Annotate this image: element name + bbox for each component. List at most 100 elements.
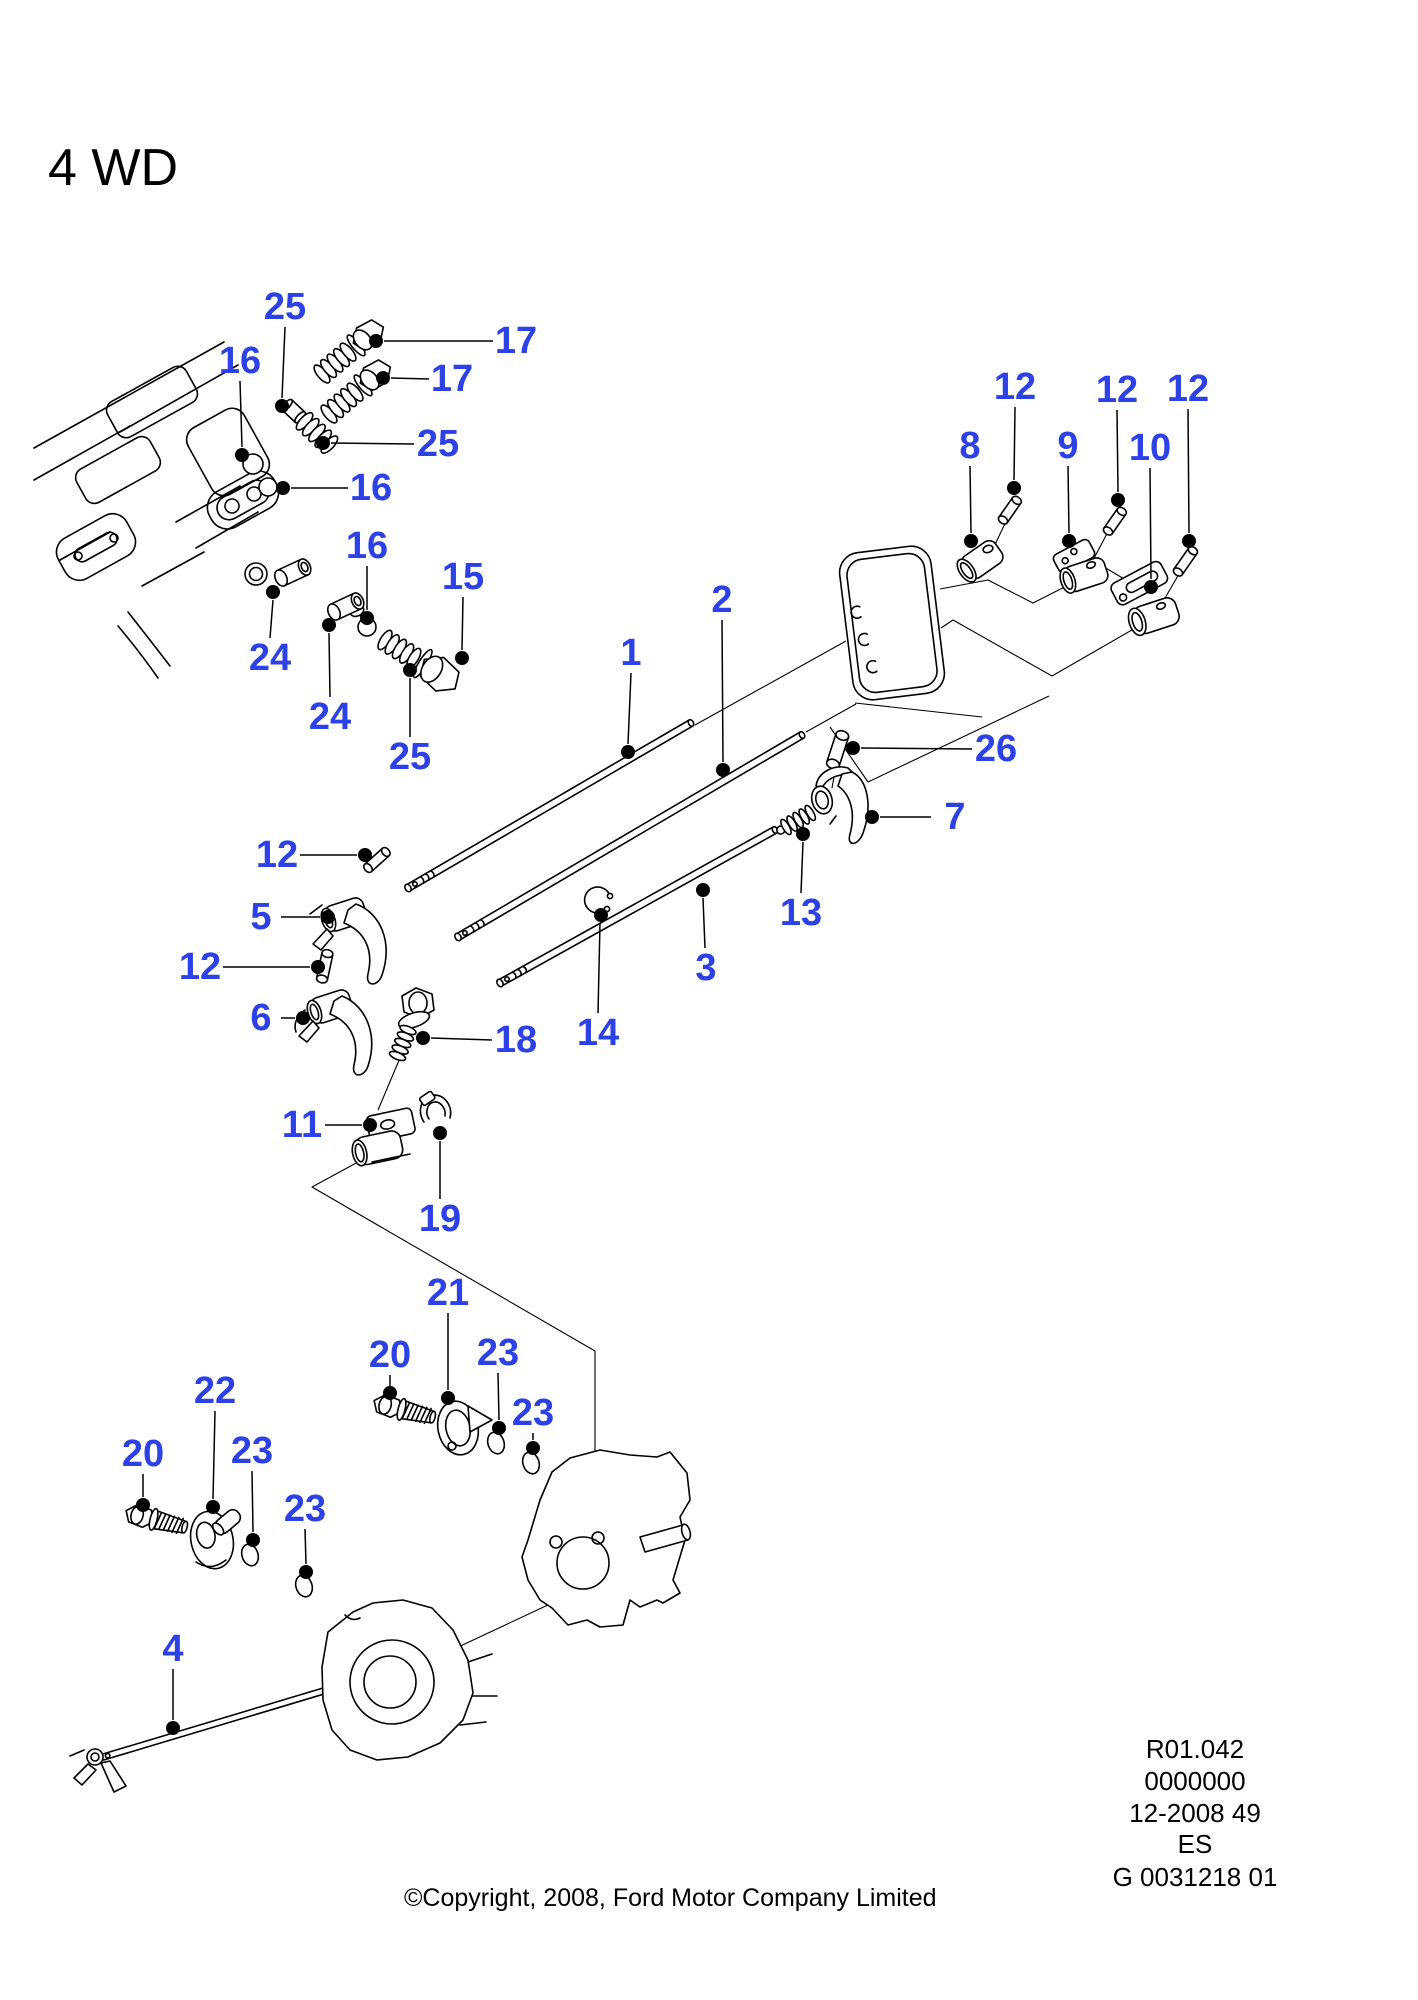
callout-7[interactable]: 7 [865,796,966,838]
leader-line [390,377,430,380]
callout-13[interactable]: 13 [780,827,822,934]
part-number-label[interactable]: 5 [250,896,271,938]
part-number-label[interactable]: 7 [944,796,965,838]
leader-dot [696,883,710,897]
leader-line [1149,467,1152,580]
part-number-label[interactable]: 1 [620,632,641,674]
part-number-label[interactable]: 14 [577,1012,619,1054]
callout-10[interactable]: 10 [1129,427,1171,594]
part-number-label[interactable]: 3 [695,947,716,989]
part-number-label[interactable]: 23 [512,1392,554,1434]
callout-16a[interactable]: 16 [219,340,261,462]
reference-block: R01.042 0000000 12-2008 49 ES G 0031218 … [1113,1734,1278,1892]
callout-1[interactable]: 1 [620,632,642,759]
callout-12a[interactable]: 12 [994,366,1036,495]
callout-16c[interactable]: 16 [346,525,388,625]
part-number-label[interactable]: 6 [250,997,271,1039]
part-number-label[interactable]: 24 [249,637,291,679]
part-number-label[interactable]: 16 [219,340,261,382]
callout-5[interactable]: 5 [250,896,335,938]
part-number-label[interactable]: 16 [346,525,388,567]
callout-24a[interactable]: 24 [249,585,291,679]
part-shift-fork [810,766,869,845]
part-number-label[interactable]: 12 [994,366,1036,408]
part-number-label[interactable]: 18 [495,1019,537,1061]
callout-25a[interactable]: 25 [264,286,306,413]
leader-dot [311,960,325,974]
part-number-label[interactable]: 4 [162,1628,183,1670]
callout-26[interactable]: 26 [846,728,1017,770]
part-o-ring [521,1451,541,1475]
callout-23b[interactable]: 23 [512,1392,554,1455]
leader-dot [796,827,810,841]
part-number-label[interactable]: 26 [975,728,1017,770]
part-number-label[interactable]: 19 [419,1198,461,1240]
part-bell-housing [321,1599,498,1761]
callout-9[interactable]: 9 [1057,425,1079,548]
callout-11[interactable]: 11 [282,1104,377,1146]
part-number-label[interactable]: 25 [389,736,431,778]
part-number-label[interactable]: 12 [1096,369,1138,411]
callout-19[interactable]: 19 [419,1126,461,1240]
callout-12b[interactable]: 12 [1096,369,1138,507]
part-number-label[interactable]: 17 [431,358,473,400]
part-number-label[interactable]: 17 [495,320,537,362]
part-number-label[interactable]: 22 [194,1370,236,1412]
part-retaining-clip [418,1090,452,1123]
callout-6[interactable]: 6 [250,997,310,1039]
part-number-label[interactable]: 25 [417,423,459,465]
part-number-label[interactable]: 9 [1057,425,1078,467]
callout-23a[interactable]: 23 [477,1332,519,1435]
part-number-label[interactable]: 10 [1129,427,1171,469]
callout-16b[interactable]: 16 [276,467,392,509]
callout-17a[interactable]: 17 [369,320,537,362]
part-number-label[interactable]: 24 [309,696,351,738]
callout-23c[interactable]: 23 [231,1430,273,1547]
callout-4[interactable]: 4 [162,1628,184,1735]
callout-22[interactable]: 22 [194,1370,236,1514]
part-number-label[interactable]: 8 [959,425,980,467]
part-number-label[interactable]: 16 [350,467,392,509]
callout-15[interactable]: 15 [442,556,484,665]
callout-25b[interactable]: 25 [316,423,459,465]
parts-layer [33,319,1199,1793]
part-number-label[interactable]: 12 [256,834,298,876]
callout-12e[interactable]: 12 [179,946,325,988]
callout-18[interactable]: 18 [416,1019,537,1061]
part-number-label[interactable]: 23 [231,1430,273,1472]
callout-8[interactable]: 8 [959,425,981,548]
leader-dot [1062,534,1076,548]
part-number-label[interactable]: 25 [264,286,306,328]
part-number-label[interactable]: 20 [369,1334,411,1376]
callout-20a[interactable]: 20 [122,1433,164,1512]
callout-12d[interactable]: 12 [256,834,372,876]
part-pin [1172,545,1199,577]
callout-3[interactable]: 3 [695,883,717,989]
part-pin [1102,506,1128,536]
part-number-label[interactable]: 12 [179,946,221,988]
callout-17b[interactable]: 17 [376,358,473,400]
callout-14[interactable]: 14 [577,908,619,1054]
part-number-label[interactable]: 23 [477,1332,519,1374]
part-shift-fork [294,989,373,1076]
part-number-label[interactable]: 20 [122,1433,164,1475]
part-number-label[interactable]: 11 [282,1104,322,1146]
part-number-label[interactable]: 23 [284,1488,326,1530]
leader-dot [1007,481,1021,495]
part-number-label[interactable]: 13 [780,892,822,934]
leader-dot [526,1441,540,1455]
callout-12c[interactable]: 12 [1167,368,1209,548]
callout-20b[interactable]: 20 [369,1334,411,1400]
callout-21[interactable]: 21 [427,1272,469,1405]
part-number-label[interactable]: 2 [711,579,732,621]
callout-24b[interactable]: 24 [309,618,351,738]
part-number-label[interactable]: 21 [427,1272,469,1314]
callout-23d[interactable]: 23 [284,1488,326,1579]
callout-2[interactable]: 2 [711,579,733,777]
leader-dot [376,371,390,385]
callout-25c[interactable]: 25 [389,663,431,778]
part-number-label[interactable]: 15 [442,556,484,598]
part-ball [258,477,278,497]
part-number-label[interactable]: 12 [1167,368,1209,410]
